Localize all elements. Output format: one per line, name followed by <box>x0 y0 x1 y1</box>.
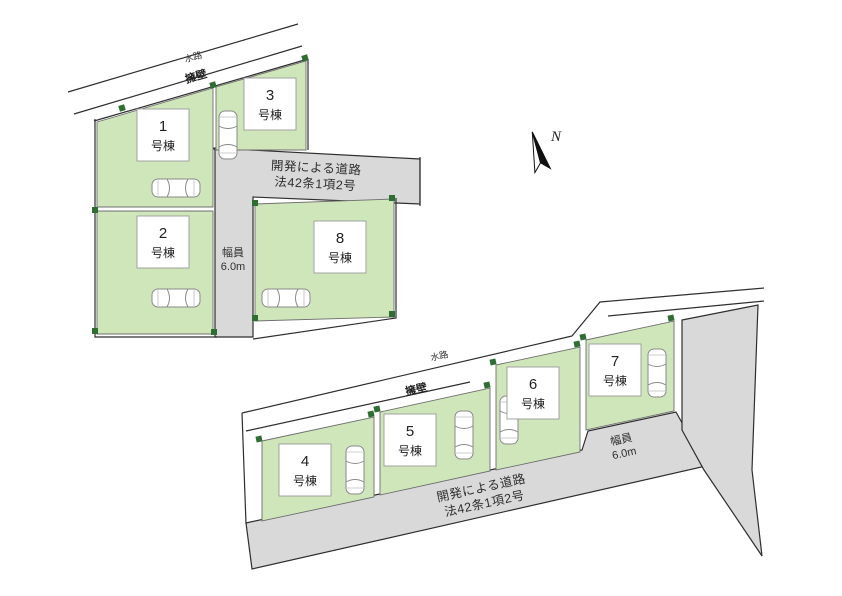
road-width-label-top: 幅員 6.0m <box>221 246 245 273</box>
waterway-line <box>241 335 573 414</box>
plot-3-label: 3 号棟 <box>243 77 297 131</box>
plot-7-number: 7 <box>611 353 619 370</box>
boundary-marker <box>579 333 587 341</box>
plot-4-suffix: 号棟 <box>293 473 317 488</box>
boundary-marker <box>255 435 263 443</box>
plot-6-number: 6 <box>529 376 537 393</box>
boundary-marker <box>209 81 217 89</box>
plot-8-suffix: 号棟 <box>328 250 352 265</box>
boundary-marker <box>389 311 395 317</box>
plot-5-number: 5 <box>406 423 414 440</box>
plot-3-number: 3 <box>266 87 274 104</box>
plot-7-label-box <box>588 343 642 397</box>
plot-2-number: 2 <box>159 225 167 242</box>
boundary-markers-top <box>92 54 395 335</box>
plot-4-label: 4 号棟 <box>278 443 332 497</box>
site-boundary-line <box>241 412 247 525</box>
boundary-marker <box>373 405 381 413</box>
retaining-wall-label: 擁壁 <box>183 66 208 86</box>
road-width-label-bottom: 幅員 6.0m <box>609 431 637 462</box>
car-icon <box>647 348 667 398</box>
retaining-wall-line <box>93 58 309 122</box>
dev-road-line2: 法42条1項2号 <box>274 175 356 193</box>
boundary-marker <box>367 410 375 418</box>
plot-2-label: 2 号棟 <box>136 215 190 269</box>
north-arrow-icon <box>531 131 552 175</box>
plot-5-label-box <box>383 413 437 467</box>
plot-3-suffix: 号棟 <box>258 107 282 122</box>
retaining-wall-line <box>245 381 471 432</box>
north-label: N <box>550 129 562 145</box>
car-icon <box>151 178 201 198</box>
boundary-marker <box>92 328 98 334</box>
boundary-marker <box>667 314 675 322</box>
plot-8-label: 8 号棟 <box>313 220 367 274</box>
side-road-right-area <box>681 304 763 557</box>
plot-1-label-box <box>136 108 190 162</box>
width-value: 6.0m <box>221 261 245 273</box>
boundary-marker <box>389 195 395 201</box>
car-icon <box>151 288 201 308</box>
plot-1-number: 1 <box>159 118 167 135</box>
site-boundary-line <box>252 198 397 340</box>
site-boundary-line <box>571 287 765 337</box>
site-boundary-line <box>94 119 217 338</box>
plot-1-suffix: 号棟 <box>151 138 175 153</box>
boundary-markers-bottom <box>255 314 675 443</box>
plot-8-label-box <box>313 220 367 274</box>
plot-3-label-box <box>243 77 297 131</box>
boundary-marker <box>252 315 258 321</box>
width-caption: 幅員 <box>609 431 633 448</box>
boundary-marker <box>573 340 581 348</box>
width-caption: 幅員 <box>222 246 244 259</box>
boundary-marker <box>118 104 126 112</box>
retaining-wall-label: 擁壁 <box>404 380 429 398</box>
plot-6-label-box <box>506 366 560 420</box>
plot-4-number: 4 <box>301 453 309 470</box>
boundary-marker <box>301 54 309 62</box>
boundary-marker <box>489 358 497 366</box>
waterway-label: 水路 <box>183 49 203 65</box>
car-icon <box>218 110 238 160</box>
boundary-marker <box>252 200 258 206</box>
waterway-label: 水路 <box>429 348 449 363</box>
waterway-line <box>73 45 303 115</box>
plot-4-label-box <box>278 443 332 497</box>
car-icon <box>454 410 474 460</box>
plot-5-label: 5 号棟 <box>383 413 437 467</box>
plot-8-number: 8 <box>336 230 344 247</box>
plot-2-label-box <box>136 215 190 269</box>
compass-north: N <box>531 129 562 175</box>
plot-6-suffix: 号棟 <box>521 396 545 411</box>
boundary-marker <box>92 207 98 213</box>
plot-1-label: 1 号棟 <box>136 108 190 162</box>
car-icon <box>261 288 311 308</box>
dev-road-line1: 開発による道路 <box>271 158 362 178</box>
car-icon <box>345 445 365 495</box>
plot-7-suffix: 号棟 <box>603 373 627 388</box>
site-boundary-line <box>67 23 299 93</box>
boundary-marker <box>483 381 491 389</box>
plot-5-suffix: 号棟 <box>398 443 422 458</box>
plot-2-suffix: 号棟 <box>151 245 175 260</box>
width-value: 6.0m <box>611 445 637 462</box>
boundary-marker <box>211 329 217 335</box>
plot-7-label: 7 号棟 <box>588 343 642 397</box>
dev-road-bottom-area <box>245 411 707 570</box>
site-boundary-line <box>607 300 765 317</box>
dev-road-label-top: 開発による道路 法42条1項2号 <box>271 158 362 193</box>
plot-6-label: 6 号棟 <box>506 366 560 420</box>
